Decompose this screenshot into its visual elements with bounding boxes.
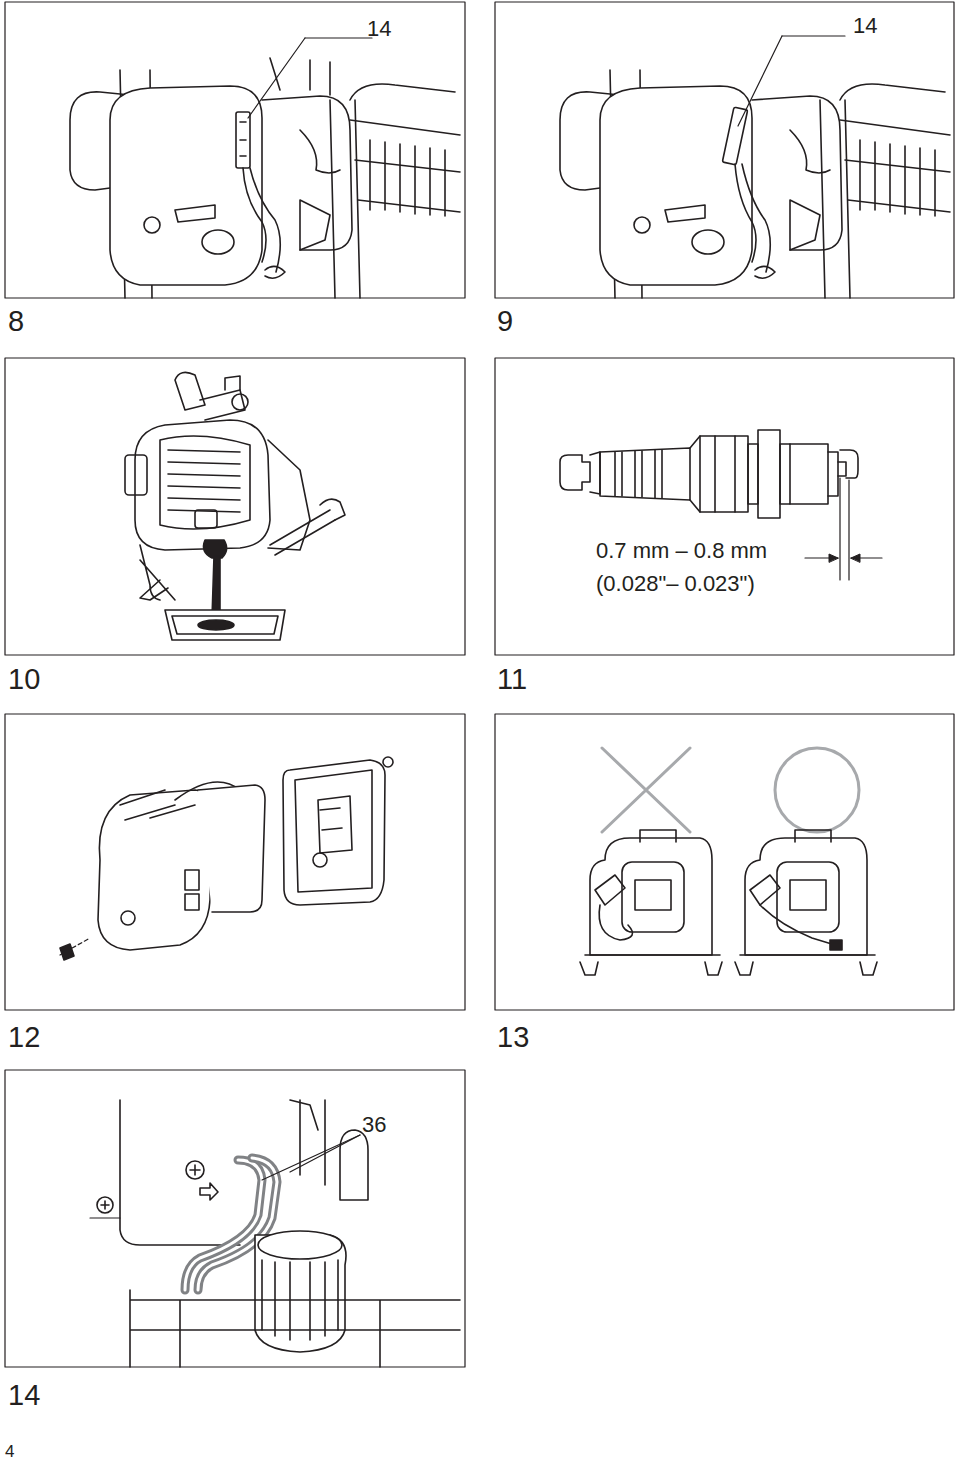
callout-number: 14 [367, 17, 391, 41]
cover-wire-figure [90, 1100, 460, 1367]
panel-frames [5, 2, 954, 1367]
callout-number: 36 [362, 1113, 386, 1137]
engine-housing-figure [70, 38, 460, 298]
dimension-text: (0.028"– 0.023") [596, 572, 755, 596]
wire-routing-figure [580, 748, 877, 975]
oil-drain-figure [125, 372, 345, 640]
dimension-text: 0.7 mm – 0.8 mm [596, 539, 767, 563]
figure-number: 11 [497, 664, 527, 696]
air-filter-figure [60, 757, 393, 960]
figure-number: 9 [497, 306, 513, 338]
figure-number: 12 [8, 1022, 40, 1054]
spark-plug-figure [560, 430, 882, 580]
figure-number: 14 [8, 1380, 40, 1412]
page-number: 4 [5, 1443, 14, 1462]
figure-number: 13 [497, 1022, 529, 1054]
engine-housing-figure [560, 36, 950, 298]
callout-number: 14 [853, 14, 877, 38]
figure-number: 8 [8, 306, 24, 338]
figure-number: 10 [8, 664, 40, 696]
